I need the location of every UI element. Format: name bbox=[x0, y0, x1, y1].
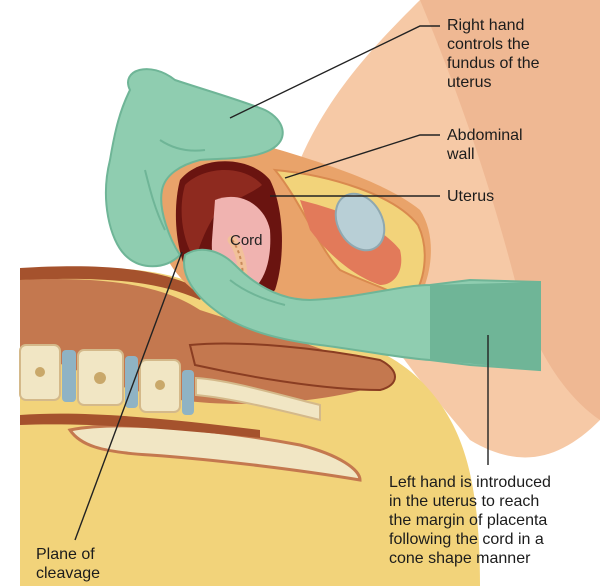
label-cord: Cord bbox=[230, 232, 263, 249]
label-left-hand: Left hand is introduced in the uterus to… bbox=[389, 473, 551, 568]
label-uterus: Uterus bbox=[447, 187, 494, 206]
label-plane-of-cleavage: Plane of cleavage bbox=[36, 545, 100, 583]
label-right-hand: Right hand controls the fundus of the ut… bbox=[447, 16, 540, 92]
label-abdominal-wall: Abdominal wall bbox=[447, 126, 523, 164]
